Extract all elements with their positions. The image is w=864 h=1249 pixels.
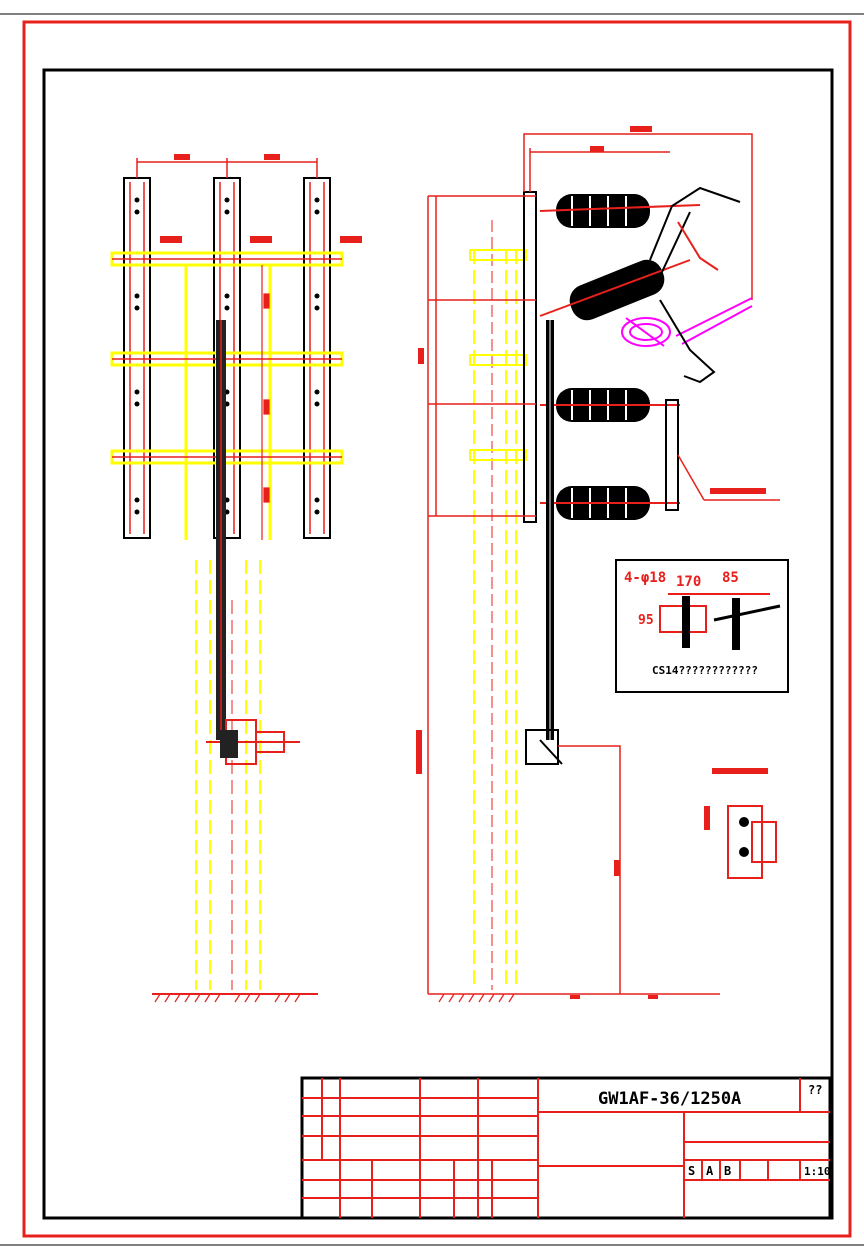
side-view (416, 126, 780, 1003)
detail-caption: CS14???????????? (652, 664, 758, 677)
title-model: GW1AF-36/1250A (598, 1089, 741, 1109)
title-sheet: ?? (808, 1083, 822, 1097)
front-view (110, 154, 362, 1003)
grade-a: A (706, 1164, 714, 1178)
insulator-top (539, 194, 701, 228)
outer-frame (22, 20, 852, 1238)
detail-dim-left: 95 (638, 613, 654, 628)
title-block: GW1AF-36/1250A ?? S A B 1:10 (300, 1076, 832, 1220)
title-scale: 1:10 (804, 1165, 831, 1178)
detail-dim-holes: 4-φ18 (624, 570, 666, 586)
detail-dim-85: 85 (722, 570, 739, 586)
grade-s: S (688, 1164, 695, 1178)
detail-dim-170: 170 (676, 574, 701, 590)
detail-box: 4-φ18 170 85 95 CS14???????????? (615, 559, 789, 693)
grade-b: B (724, 1164, 731, 1178)
open-blade-magenta (621, 297, 753, 347)
bracket-detail (704, 768, 777, 879)
insulator-third (540, 388, 680, 422)
insulator-bottom (540, 486, 680, 520)
insulator-rotating (539, 259, 691, 321)
